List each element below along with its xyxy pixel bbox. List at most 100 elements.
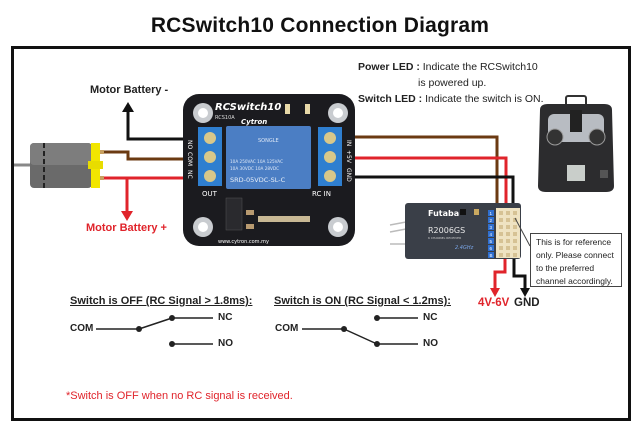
- motor-wires: [102, 102, 195, 221]
- switch-lever: [343, 328, 378, 345]
- channel-pin: [499, 211, 503, 215]
- channel-pin: [499, 232, 503, 236]
- relay-model: SRD-05VDC-SL-C: [230, 176, 286, 184]
- power-led-info: Power LED : Indicate the RCSwitch10: [358, 59, 538, 75]
- out-label: OUT: [202, 190, 218, 198]
- receiver-band: 2.4GHz: [455, 245, 474, 251]
- channel-number: 4: [490, 232, 493, 237]
- channel-pin: [506, 246, 510, 250]
- arrow-up-icon: [122, 102, 134, 112]
- channel-pin: [499, 253, 503, 257]
- channel-label-box: [488, 252, 494, 258]
- channel-number: 3: [490, 225, 493, 230]
- channel-number: 1: [490, 211, 493, 216]
- board-url: www.cytron.com.my: [218, 239, 269, 245]
- switch-lever: [138, 317, 173, 330]
- switch-off-no: NO: [218, 338, 233, 349]
- channel-pin: [506, 211, 510, 215]
- channel-number: 6: [490, 246, 493, 251]
- switch-off-nc: NC: [218, 312, 233, 323]
- power-led-label: Power LED :: [358, 61, 420, 73]
- rc-wires: [345, 135, 530, 297]
- reference-note: This is for reference only. Please conne…: [530, 233, 622, 287]
- terminal-nc-label: NC: [186, 170, 193, 179]
- channel-label-box: [488, 217, 494, 223]
- motor-battery-neg-label: Motor Battery -: [90, 84, 169, 96]
- left-stick: [546, 128, 564, 146]
- channel-pin: [513, 232, 517, 236]
- wire-supply-black: [512, 258, 527, 290]
- power-led-desc: Indicate the RCSwitch10: [422, 61, 538, 73]
- note-pointer: [514, 217, 531, 247]
- receiver-model: R2006GS: [428, 226, 465, 235]
- channel-pin: [499, 218, 503, 222]
- channel-label-box: [488, 231, 494, 237]
- wire-5v-red: [345, 156, 508, 210]
- channel-pin: [499, 239, 503, 243]
- terminal-no-label: NO: [186, 140, 193, 149]
- channel-number: 2: [490, 218, 493, 223]
- right-stick: [588, 128, 606, 146]
- power-led: [305, 104, 310, 114]
- transmitter-lcd: [567, 165, 585, 181]
- relay-rating: 10A 30VDC 10A 28VDC: [230, 166, 279, 171]
- channel-number: B: [490, 253, 493, 258]
- channel-pin: [513, 239, 517, 243]
- switch-on-diagram: [302, 315, 418, 347]
- supply-voltage-label: 4V-6V: [478, 297, 510, 309]
- switch-led-label: Switch LED :: [358, 93, 423, 105]
- board-brand: Cytron: [241, 118, 267, 126]
- rcswitch10-board: RCSwitch10 RCS10A Cytron NO COM NC SONGL…: [183, 94, 355, 246]
- terminal-5v-label: +5V: [345, 150, 352, 164]
- channel-pin: [506, 239, 510, 243]
- arrow-down-icon: [490, 288, 500, 297]
- channel-pin: [513, 246, 517, 250]
- channel-pin: [513, 218, 517, 222]
- ic-chip: [225, 197, 243, 231]
- channel-pin: [506, 218, 510, 222]
- switch-on-no: NO: [423, 338, 438, 349]
- channel-pin: [506, 232, 510, 236]
- board-name: RCSwitch10: [215, 102, 281, 113]
- ground-label: GND: [514, 297, 540, 309]
- wire-signal-brown: [345, 135, 499, 210]
- channel-pin: [506, 253, 510, 257]
- channel-label-box: [488, 224, 494, 230]
- wire-gnd-black: [345, 175, 515, 210]
- channel-pin: [513, 253, 517, 257]
- diagram-title: RCSwitch10 Connection Diagram: [150, 14, 490, 37]
- receiver-brand: Futaba: [428, 209, 459, 218]
- channel-pin: [499, 246, 503, 250]
- rc-receiver: Futaba R2006GS 6 CHANNEL RECEIVER 2.4GHz…: [389, 203, 531, 259]
- rc-transmitter: [538, 95, 614, 192]
- channel-number: 5: [490, 239, 493, 244]
- receiver-subtitle: 6 CHANNEL RECEIVER: [428, 236, 461, 240]
- channel-label-box: [488, 245, 494, 251]
- wire-com-brown: [102, 150, 195, 161]
- channel-label-box: [488, 238, 494, 244]
- switch-led-desc: Indicate the switch is ON.: [425, 93, 544, 105]
- dc-motor: [14, 143, 104, 188]
- wire-supply-red: [493, 258, 507, 290]
- channel-pin: [513, 211, 517, 215]
- rc-in-label: RC IN: [312, 190, 331, 198]
- terminal-in-label: IN: [345, 140, 352, 146]
- relay-brand: SONGLE: [258, 138, 279, 144]
- terminal-gnd-label: GND: [345, 168, 352, 182]
- switch-led-info: Switch LED : Indicate the switch is ON.: [358, 91, 544, 107]
- diagram-frame: [11, 46, 631, 421]
- switch-off-com: COM: [70, 323, 94, 334]
- arrow-down-icon: [520, 288, 530, 297]
- motor-battery-pos-label: Motor Battery +: [86, 222, 167, 234]
- relay: [226, 126, 311, 189]
- board-model: RCS10A: [215, 115, 235, 121]
- switch-led: [285, 104, 290, 114]
- terminal-com-label: COM: [186, 152, 193, 166]
- channel-label-box: [488, 210, 494, 216]
- arrow-down-icon: [121, 211, 133, 221]
- channel-pin: [506, 225, 510, 229]
- power-led-desc-cont: is powered up.: [418, 77, 487, 89]
- channel-pin: [499, 225, 503, 229]
- channel-pin: [513, 225, 517, 229]
